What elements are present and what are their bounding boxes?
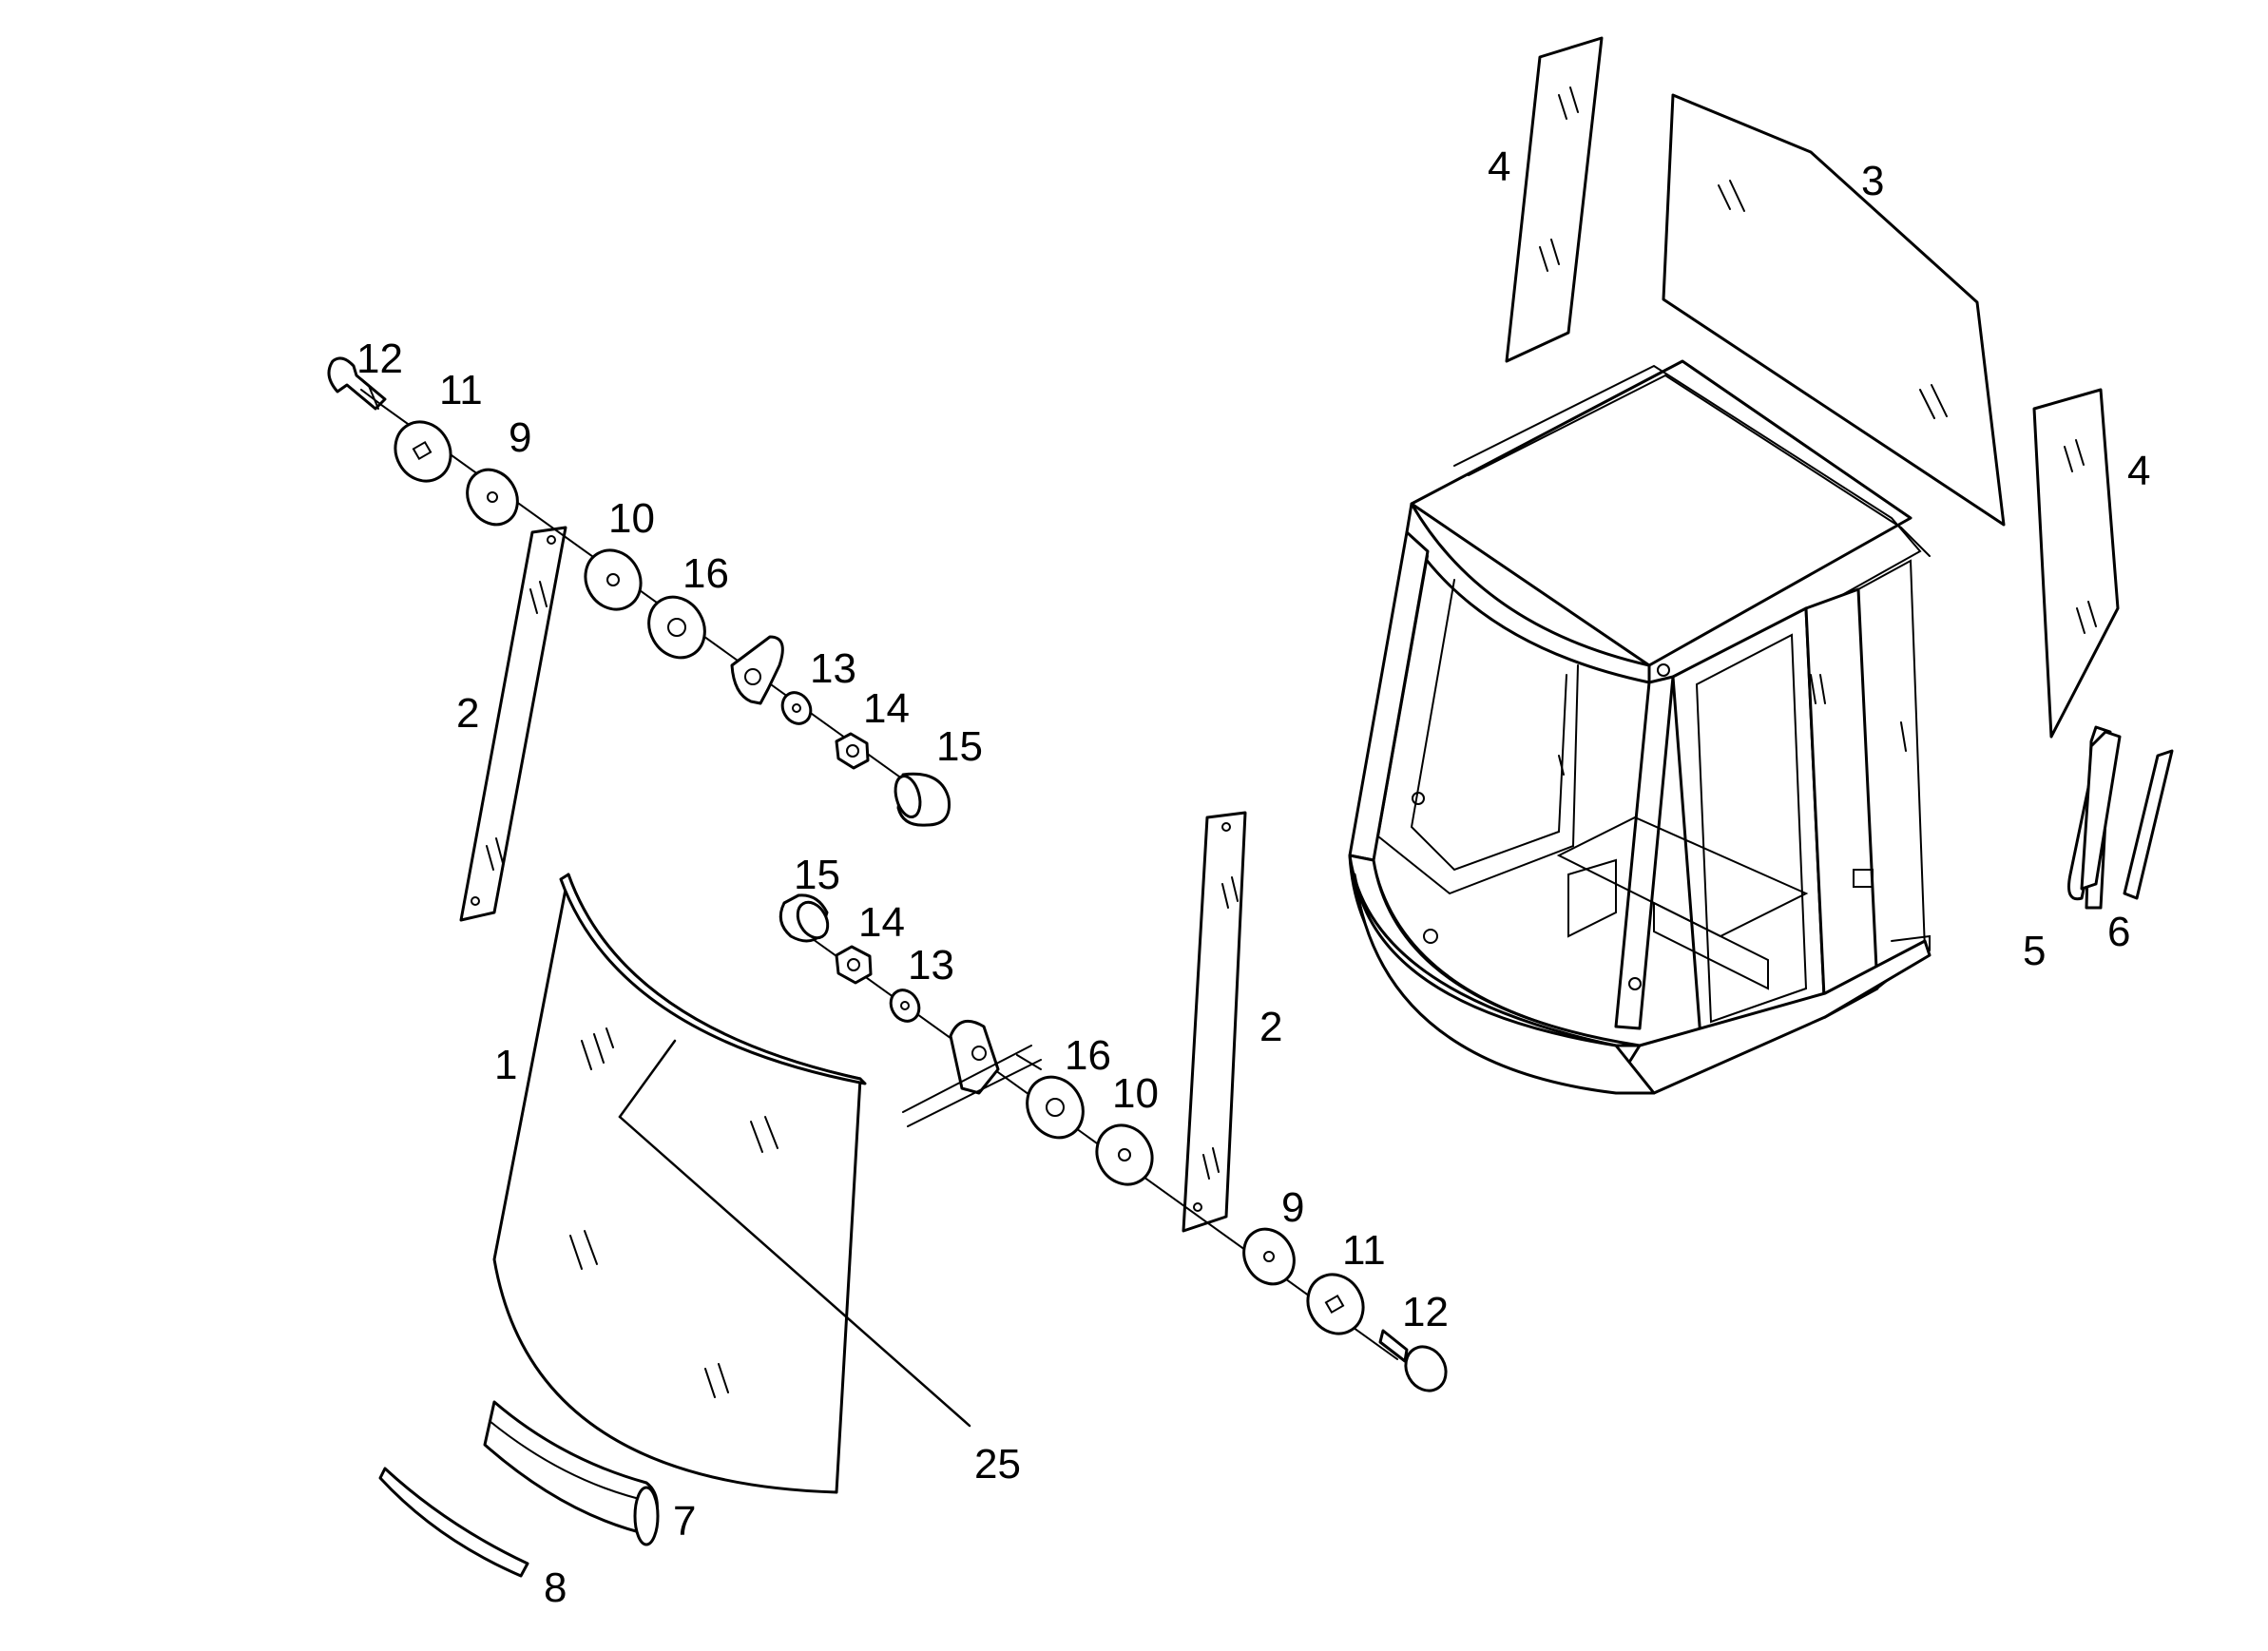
part-11-washer-upper	[394, 420, 452, 483]
part-4-side-window-right	[2032, 388, 2120, 739]
callout-2-lower: 2	[1259, 1004, 1282, 1050]
part-4-side-window-left	[1505, 36, 1604, 363]
callout-16-upper: 16	[682, 550, 729, 597]
callout-10-lower: 10	[1112, 1070, 1159, 1117]
callout-13-upper: 13	[810, 645, 856, 692]
callout-3: 3	[1861, 158, 1884, 204]
part-2-panel-lower	[1182, 811, 1247, 1233]
part-14-nut-upper	[835, 732, 870, 770]
upper-fastener-set	[327, 356, 951, 827]
callout-12-upper: 12	[356, 336, 403, 382]
part-10-grommet-upper	[584, 548, 643, 611]
callout-5: 5	[2023, 928, 2046, 974]
leader-lines	[618, 1115, 971, 1428]
bracket-upper	[730, 635, 784, 705]
callout-9-upper: 9	[509, 414, 531, 461]
part-13-lock-washer-upper	[780, 691, 813, 725]
callout-14-lower: 14	[858, 899, 905, 946]
part-8-windscreen-seal-strip	[378, 1467, 529, 1578]
bracket-lower	[902, 1019, 1042, 1127]
callout-1: 1	[494, 1042, 517, 1088]
callout-15-upper: 15	[936, 723, 983, 770]
callout-25: 25	[974, 1441, 1021, 1488]
part-14-nut-lower	[835, 945, 873, 985]
callout-9-lower: 9	[1281, 1184, 1304, 1231]
part-6-seal-strip	[2123, 749, 2174, 900]
part-3-roof-window	[1662, 93, 2006, 527]
part-12-bolt-upper	[327, 356, 387, 411]
callout-14-upper: 14	[863, 685, 910, 732]
callout-10-upper: 10	[608, 495, 655, 542]
callout-6: 6	[2107, 909, 2130, 955]
callout-4-right: 4	[2127, 448, 2150, 494]
callout-labels: 1 2 2 3 4 4 5 6 7 8 9 9 10 10 11 11 12 1…	[356, 144, 2150, 1611]
part-9-washer-lower	[1242, 1227, 1296, 1286]
part-5-seal-profile	[2067, 725, 2122, 910]
callout-2-upper: 2	[456, 690, 479, 737]
lower-fastener-set	[778, 893, 1448, 1392]
callout-11-upper: 11	[439, 367, 483, 413]
part-13-lock-washer-lower	[889, 989, 921, 1023]
part-12-bolt-lower	[1378, 1329, 1448, 1392]
part-9-washer-upper	[466, 468, 519, 527]
part-16-spacer-lower	[1026, 1075, 1085, 1140]
callout-13-lower: 13	[908, 942, 954, 989]
part-11-washer-lower	[1306, 1273, 1365, 1335]
part-7-windscreen-seal-profile	[483, 1400, 660, 1546]
part-10-grommet-lower	[1095, 1123, 1154, 1186]
callout-16-lower: 16	[1065, 1032, 1111, 1079]
callout-12-lower: 12	[1402, 1289, 1449, 1335]
callout-7: 7	[673, 1498, 696, 1545]
part-15-cap-lower	[778, 893, 830, 943]
part-15-cap-upper	[894, 772, 951, 827]
part-1-windscreen	[492, 873, 867, 1494]
part-16-spacer-upper	[647, 595, 706, 660]
callout-8: 8	[544, 1565, 567, 1611]
callout-15-lower: 15	[794, 852, 840, 898]
callout-11-lower: 11	[1342, 1227, 1386, 1274]
cab-body	[1348, 359, 1932, 1095]
callout-4-left: 4	[1488, 144, 1510, 190]
